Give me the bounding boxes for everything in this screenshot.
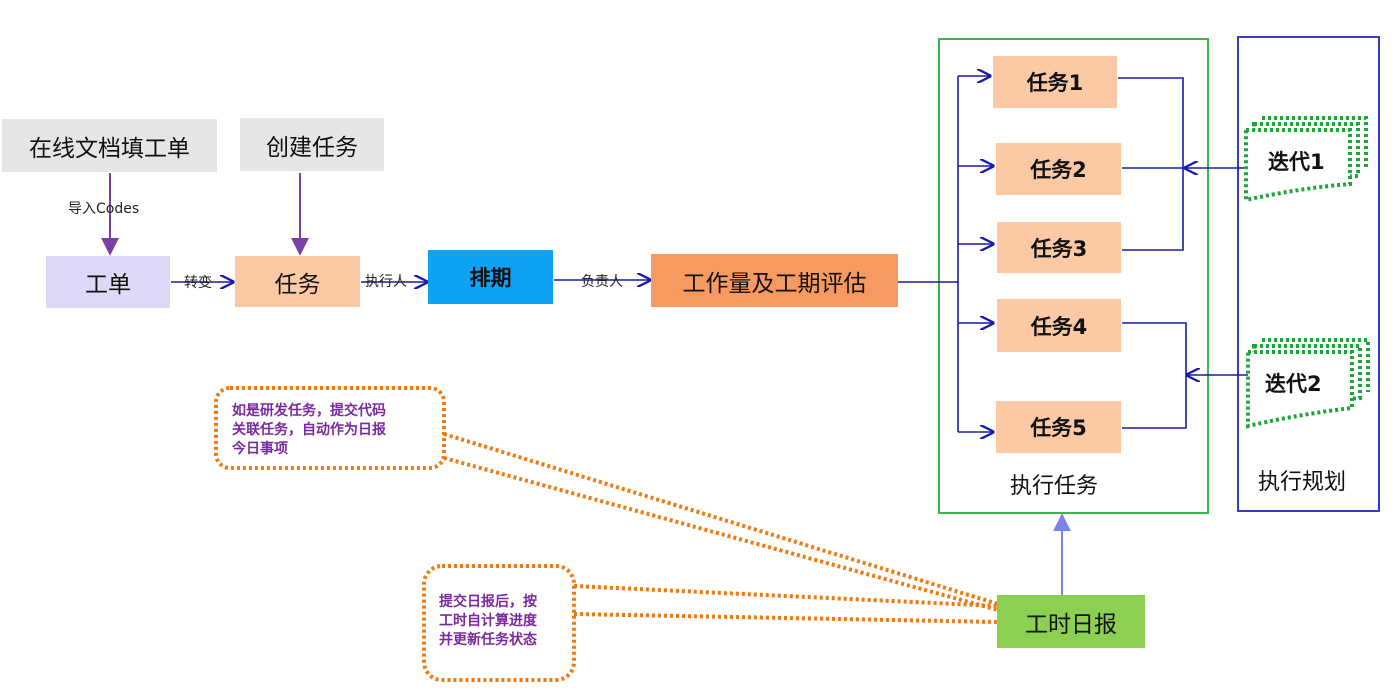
edge-label-import-codes: 导入Codes — [68, 201, 140, 217]
work-order-node[interactable]: 工单 — [46, 256, 170, 308]
iteration2-label[interactable]: 迭代2 — [1265, 372, 1322, 396]
online-doc-node[interactable]: 在线文档填工单 — [2, 119, 217, 172]
edge-label-executor: 执行人 — [365, 274, 407, 290]
bracket-iteration2 — [1122, 322, 1187, 429]
iteration1-shape — [1244, 116, 1368, 203]
callout-dev-task-line: 关联任务，自动作为日报 — [232, 422, 386, 438]
iteration2-shape — [1246, 338, 1370, 429]
callout-report-line: 并更新任务状态 — [439, 632, 537, 648]
execute-tasks-frame — [938, 38, 1209, 514]
callout-dev-task-line: 如是研发任务，提交代码 — [232, 403, 386, 419]
execute-plan-caption: 执行规划 — [1258, 470, 1347, 495]
callout-dev-task-text: 如是研发任务，提交代码 关联任务，自动作为日报 今日事项 — [232, 402, 386, 459]
daily-report-node[interactable]: 工时日报 — [997, 595, 1145, 648]
create-task-node[interactable]: 创建任务 — [240, 118, 384, 171]
task5-node[interactable]: 任务5 — [996, 401, 1121, 453]
callout-report-line: 工时自计算进度 — [439, 613, 537, 629]
edge-label-convert: 转变 — [184, 275, 212, 291]
estimate-node[interactable]: 工作量及工期评估 — [651, 254, 898, 307]
callout-report-text: 提交日报后，按 工时自计算进度 并更新任务状态 — [439, 593, 537, 650]
callout-dev-task-border — [214, 386, 446, 470]
execute-plan-frame — [1237, 36, 1380, 512]
task1-node[interactable]: 任务1 — [993, 56, 1117, 108]
callout-report-border — [422, 564, 576, 682]
schedule-node[interactable]: 排期 — [428, 250, 553, 304]
callout-dev-task-line: 今日事项 — [232, 441, 288, 457]
edge-label-owner: 负责人 — [581, 274, 623, 290]
callout-report-line: 提交日报后，按 — [439, 594, 537, 610]
execute-tasks-caption: 执行任务 — [1010, 474, 1099, 499]
iteration1-label[interactable]: 迭代1 — [1268, 150, 1325, 174]
task-node[interactable]: 任务 — [235, 256, 360, 307]
task2-node[interactable]: 任务2 — [996, 143, 1121, 195]
task3-node[interactable]: 任务3 — [997, 222, 1121, 273]
callout-leaders — [443, 432, 999, 624]
task4-node[interactable]: 任务4 — [997, 299, 1121, 352]
bracket-iteration1 — [1118, 77, 1184, 251]
